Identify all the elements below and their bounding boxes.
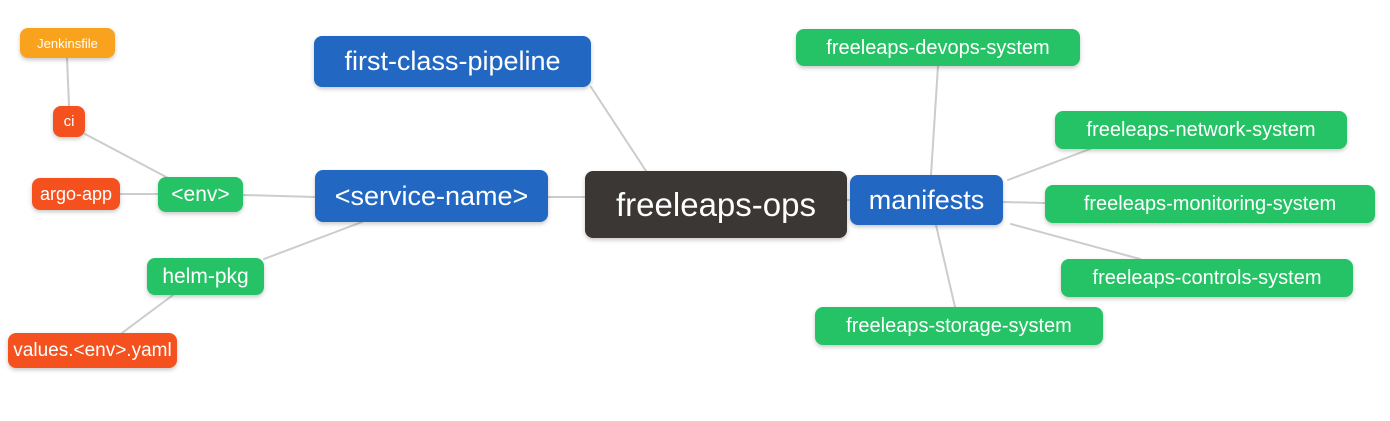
mindmap-node-freeleaps-network-system[interactable]: freeleaps-network-system xyxy=(1055,111,1347,149)
node-label: freeleaps-storage-system xyxy=(846,315,1072,337)
mindmap-node-freeleaps-ops[interactable]: freeleaps-ops xyxy=(585,171,847,238)
node-label: values.<env>.yaml xyxy=(13,340,172,361)
node-label: freeleaps-ops xyxy=(616,186,816,223)
mindmap-node-ci[interactable]: ci xyxy=(53,106,85,137)
mindmap-node-jenkinsfile[interactable]: Jenkinsfile xyxy=(20,28,115,58)
mindmap-node-argo-app[interactable]: argo-app xyxy=(32,178,120,210)
edge-manifests-to-freeleaps-network-system xyxy=(1007,148,1091,181)
node-label: manifests xyxy=(868,184,985,215)
node-label: freeleaps-controls-system xyxy=(1092,267,1322,289)
mindmap-node-helm-pkg[interactable]: helm-pkg xyxy=(147,258,264,295)
edge-manifests-to-freeleaps-controls-system xyxy=(1010,223,1141,260)
node-label: <service-name> xyxy=(334,180,529,211)
edge-ci-to-env xyxy=(84,133,169,179)
mindmap-node-freeleaps-monitoring-system[interactable]: freeleaps-monitoring-system xyxy=(1045,185,1375,223)
edge-first-class-pipeline-to-freeleaps-ops xyxy=(590,86,647,172)
mindmap-node-freeleaps-controls-system[interactable]: freeleaps-controls-system xyxy=(1061,259,1353,297)
mindmap-node-first-class-pipeline[interactable]: first-class-pipeline xyxy=(314,36,591,87)
edge-jenkinsfile-to-ci xyxy=(66,57,70,107)
mindmap-node-manifests[interactable]: manifests xyxy=(850,175,1003,225)
node-label: freeleaps-network-system xyxy=(1086,119,1316,141)
edge-env-to-service-name xyxy=(242,194,316,198)
mindmap-node-service-name[interactable]: <service-name> xyxy=(315,170,548,222)
node-label: first-class-pipeline xyxy=(344,46,561,76)
node-label: ci xyxy=(63,113,75,130)
node-label: helm-pkg xyxy=(162,265,249,288)
mindmap-node-freeleaps-storage-system[interactable]: freeleaps-storage-system xyxy=(815,307,1103,345)
node-label: freeleaps-monitoring-system xyxy=(1083,193,1337,215)
mindmap-node-env[interactable]: <env> xyxy=(158,177,243,212)
edge-manifests-to-freeleaps-storage-system xyxy=(935,224,956,308)
node-label: freeleaps-devops-system xyxy=(826,36,1050,59)
node-label: argo-app xyxy=(39,184,113,204)
mindmap-node-values-env-yaml[interactable]: values.<env>.yaml xyxy=(8,333,177,368)
edge-values-env-yaml-to-helm-pkg xyxy=(121,294,174,334)
edge-manifests-to-freeleaps-monitoring-system xyxy=(1002,201,1046,204)
mindmap-node-freeleaps-devops-system[interactable]: freeleaps-devops-system xyxy=(796,29,1080,66)
node-label: <env> xyxy=(171,183,230,206)
edge-helm-pkg-to-service-name xyxy=(263,221,363,260)
node-label: Jenkinsfile xyxy=(37,35,98,51)
edge-manifests-to-freeleaps-devops-system xyxy=(930,65,939,176)
